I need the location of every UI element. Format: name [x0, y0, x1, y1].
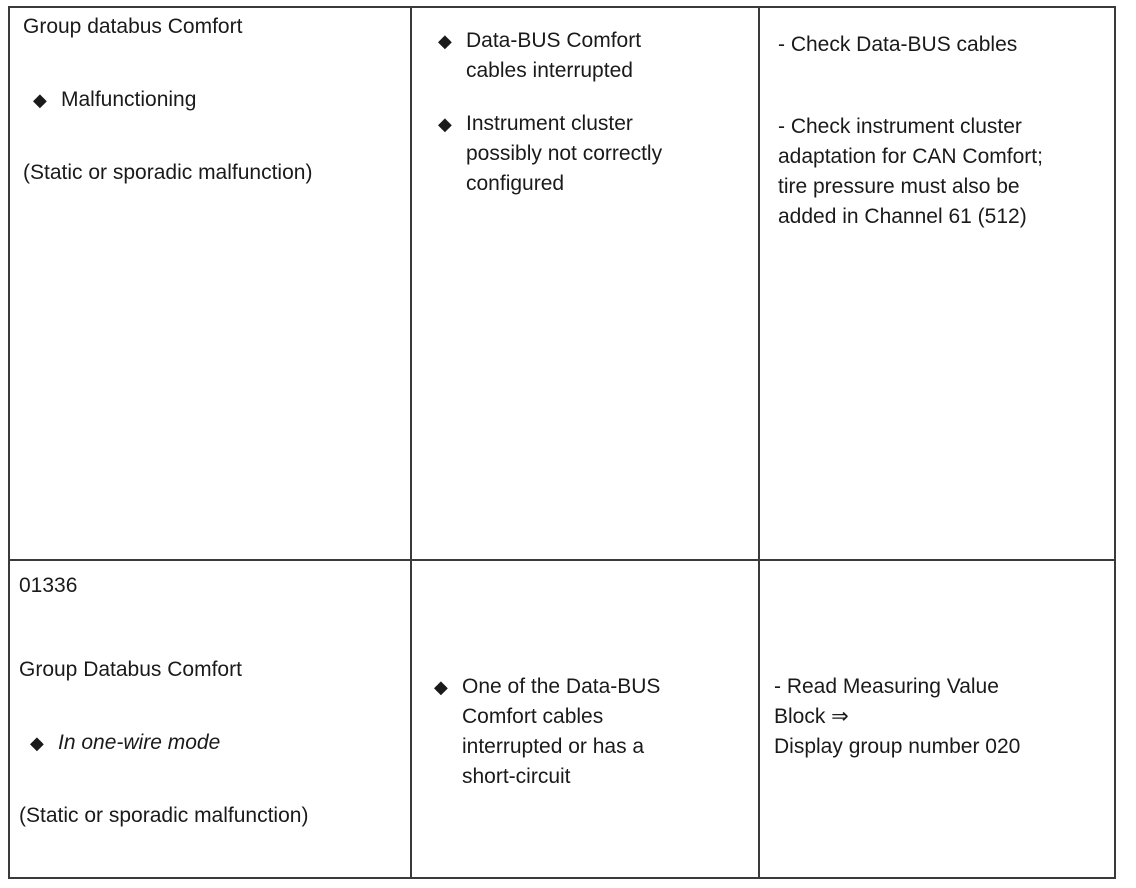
fault-code: 01336: [19, 574, 78, 598]
fault-group: Group databus Comfort: [23, 15, 243, 38]
fault-table: Group databus Comfort ◆ Malfunctioning (…: [8, 5, 1116, 879]
remedy-text: - Read Measuring Value Block ⇒ Display g…: [774, 675, 1021, 759]
condition-cell: 01336 Group Databus Comfort ◆ In one-wir…: [8, 559, 412, 879]
cause-text: One of the Data-BUS Comfort cables inter…: [462, 675, 661, 789]
cause-item: ◆ One of the Data-BUS Comfort cables int…: [434, 672, 660, 792]
cause-item: ◆ Data-BUS Comfort cables interrupted: [438, 26, 641, 86]
diamond-bullet-icon: ◆: [33, 90, 47, 110]
fault-state: In one-wire mode: [58, 731, 221, 755]
remedy-cell: - Read Measuring Value Block ⇒ Display g…: [758, 559, 1116, 879]
remedy-text: - Check Data-BUS cables: [778, 33, 1018, 56]
fault-group: Group Databus Comfort: [19, 658, 242, 682]
table-row: Group databus Comfort ◆ Malfunctioning (…: [8, 5, 1116, 562]
cause-text: Instrument cluster possibly not correctl…: [466, 112, 663, 195]
fault-state-item: ◆ In one-wire mode: [30, 728, 220, 758]
remedy-text: - Check instrument cluster adaptation fo…: [778, 115, 1043, 228]
diamond-bullet-icon: ◆: [30, 733, 44, 754]
cause-cell: ◆ Data-BUS Comfort cables interrupted ◆ …: [410, 5, 760, 562]
cause-text: Data-BUS Comfort cables interrupted: [466, 29, 642, 82]
table-row: 01336 Group Databus Comfort ◆ In one-wir…: [8, 559, 1116, 879]
diamond-bullet-icon: ◆: [438, 31, 452, 51]
remedy-cell: - Check Data-BUS cables - Check instrume…: [758, 5, 1116, 562]
fault-note: (Static or sporadic malfunction): [19, 804, 309, 828]
cause-cell: ◆ One of the Data-BUS Comfort cables int…: [410, 559, 760, 879]
diamond-bullet-icon: ◆: [434, 677, 448, 698]
diamond-bullet-icon: ◆: [438, 114, 452, 134]
condition-cell: Group databus Comfort ◆ Malfunctioning (…: [8, 5, 412, 562]
fault-state: Malfunctioning: [61, 88, 197, 111]
fault-state-item: ◆ Malfunctioning: [33, 85, 196, 115]
cause-item: ◆ Instrument cluster possibly not correc…: [438, 109, 662, 199]
fault-note: (Static or sporadic malfunction): [23, 161, 313, 184]
